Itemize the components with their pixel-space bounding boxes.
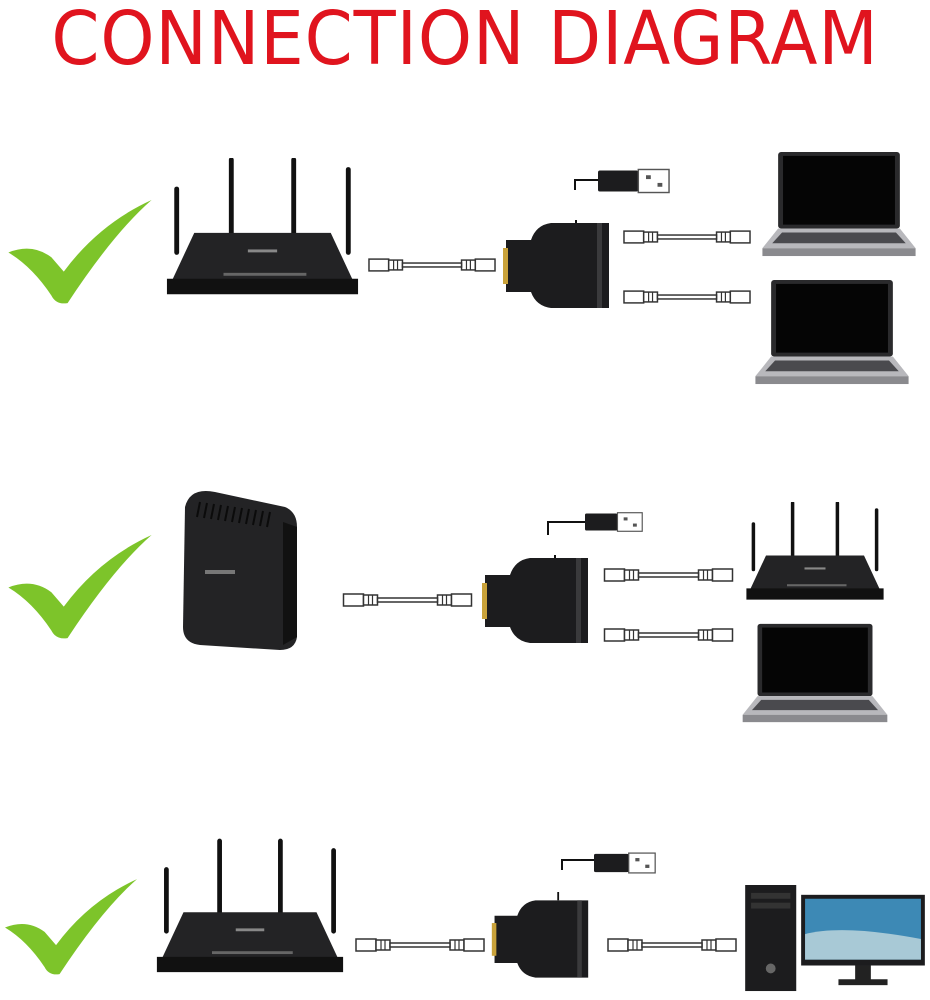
ethernet-cable xyxy=(342,593,473,607)
laptop-image xyxy=(762,151,916,257)
checkmark-icon xyxy=(8,535,152,639)
desktop-computer-image xyxy=(745,885,925,992)
ethernet-cable xyxy=(607,938,737,952)
row-3 xyxy=(5,841,925,992)
ethernet-cable xyxy=(623,230,751,244)
checkmark-icon xyxy=(8,200,152,304)
usb-power-plug xyxy=(598,168,670,194)
row-1 xyxy=(8,151,916,385)
ethernet-cable xyxy=(603,568,734,582)
ethernet-cable xyxy=(355,938,485,952)
router-image xyxy=(745,502,885,602)
row-2 xyxy=(8,490,888,723)
router-image xyxy=(157,841,343,972)
router-image xyxy=(167,160,358,295)
splitter-adapter xyxy=(481,555,589,644)
usb-power-plug xyxy=(585,512,643,532)
ethernet-cable xyxy=(603,628,734,642)
usb-power-plug xyxy=(594,852,656,874)
splitter-adapter xyxy=(490,892,590,979)
laptop-image xyxy=(742,623,888,723)
modem-image xyxy=(182,490,298,651)
diagram-title: CONNECTION DIAGRAM xyxy=(51,0,879,82)
ethernet-cable xyxy=(623,290,751,304)
checkmark-icon xyxy=(5,879,137,975)
laptop-image xyxy=(755,279,909,385)
splitter-adapter xyxy=(501,220,611,310)
ethernet-cable xyxy=(368,258,496,272)
